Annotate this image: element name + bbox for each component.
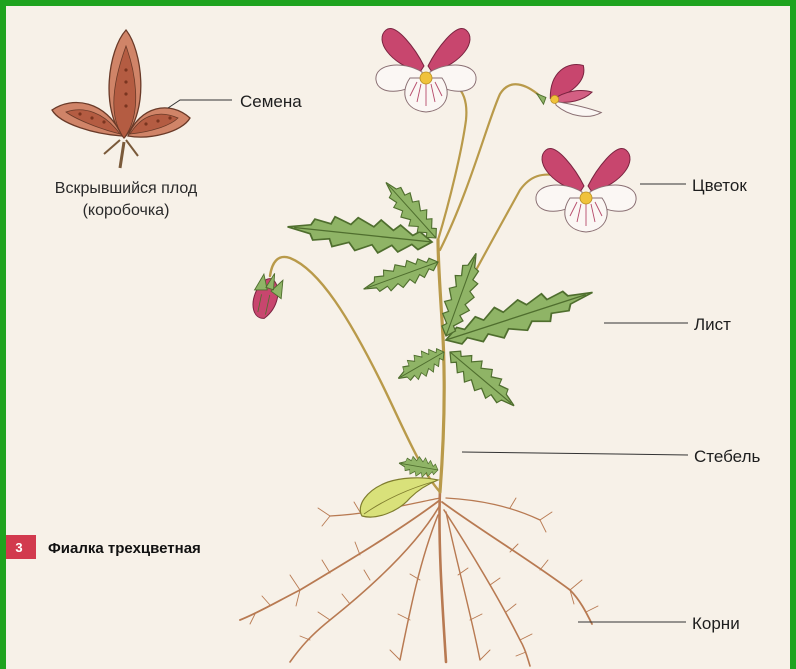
- label-roots: Корни: [692, 614, 740, 633]
- flower-bud: [247, 269, 288, 322]
- stems: [270, 84, 560, 492]
- leader-seeds: [168, 100, 232, 108]
- fruit-capsule: [52, 30, 190, 168]
- leaf-mid-left: [359, 251, 442, 301]
- leader-stem: [462, 452, 688, 455]
- roots: [240, 490, 598, 666]
- leaf-lower-right: [441, 341, 523, 416]
- leaf-lower-left: [392, 342, 450, 389]
- figure-frame: Семена Цветок Лист Стебель Корни Вскрывш…: [6, 6, 790, 669]
- figure-number: 3: [15, 540, 22, 555]
- flower-side: [532, 61, 601, 128]
- label-leaf: Лист: [694, 315, 731, 334]
- fruit-caption-line1: Вскрывшийся плод: [55, 180, 198, 197]
- fruit-caption-line2: (коробочка): [83, 202, 170, 219]
- flower-right: [536, 149, 636, 232]
- violet-diagram: Семена Цветок Лист Стебель Корни Вскрывш…: [6, 6, 790, 669]
- label-stem: Стебель: [694, 447, 760, 466]
- figure-title: Фиалка трехцветная: [48, 540, 201, 557]
- label-seeds: Семена: [240, 92, 302, 111]
- label-flower: Цветок: [692, 176, 747, 195]
- flower-top: [376, 29, 476, 112]
